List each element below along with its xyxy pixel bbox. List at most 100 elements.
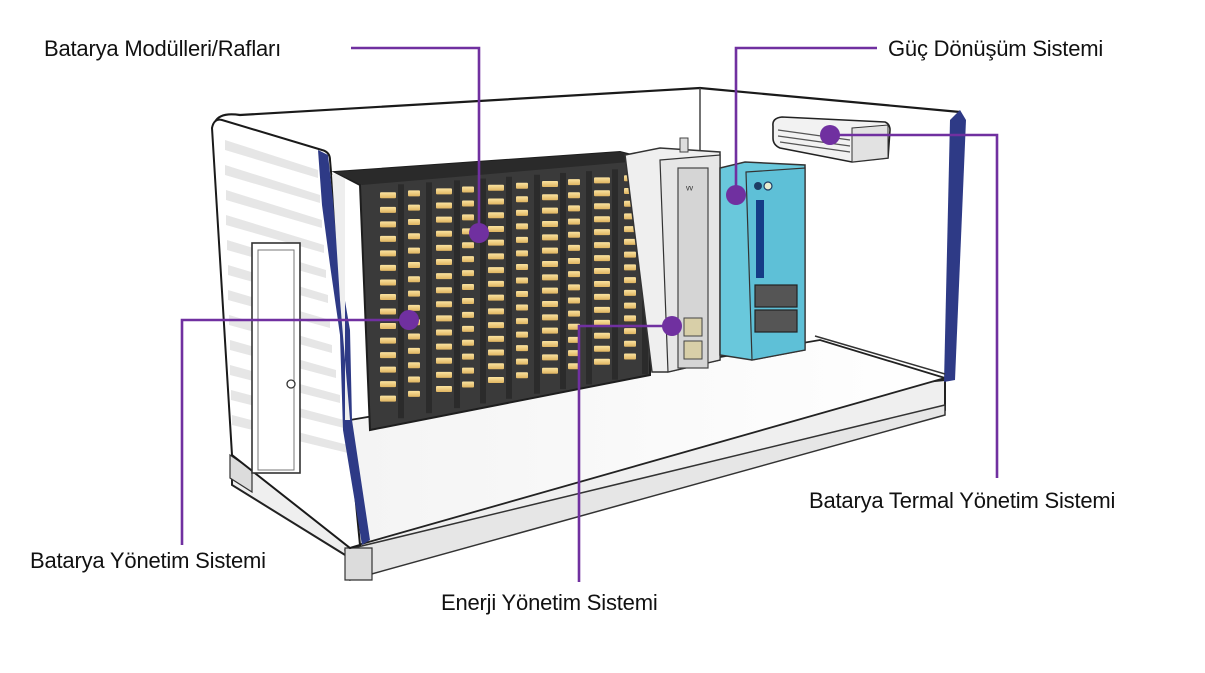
battery-cell xyxy=(488,198,504,205)
battery-cell xyxy=(542,314,558,321)
battery-cell xyxy=(594,306,610,313)
battery-cell xyxy=(594,216,610,223)
callout-line-power-conversion xyxy=(734,46,877,195)
battery-cell xyxy=(380,337,396,344)
rack-post xyxy=(534,174,540,394)
battery-cell xyxy=(488,363,504,370)
battery-cell xyxy=(542,247,558,254)
battery-cell xyxy=(516,304,528,311)
label-battery-management: Batarya Yönetim Sistemi xyxy=(30,548,266,573)
battery-cell xyxy=(488,184,504,191)
battery-cell xyxy=(408,218,420,225)
battery-cell xyxy=(516,291,528,298)
battery-cell xyxy=(380,206,396,213)
battery-cell xyxy=(462,311,474,318)
ems-cabinet-panel-1 xyxy=(683,317,703,337)
container-end-wall xyxy=(210,118,370,550)
battery-cell xyxy=(436,202,452,209)
battery-cell xyxy=(436,216,452,223)
pcs-drawer-1 xyxy=(754,284,798,308)
battery-cell xyxy=(380,293,396,300)
label-battery-modules: Batarya Modülleri/Rafları xyxy=(44,36,282,61)
battery-cell xyxy=(516,345,528,352)
battery-cell xyxy=(624,340,636,347)
battery-cell xyxy=(568,284,580,291)
battery-cell xyxy=(462,297,474,304)
battery-cell xyxy=(568,336,580,343)
battery-cell xyxy=(516,236,528,243)
battery-cell xyxy=(542,180,558,187)
battery-cell xyxy=(542,220,558,227)
ems-cabinet-panel-2 xyxy=(683,340,703,360)
battery-cell xyxy=(380,308,396,315)
battery-cell xyxy=(462,381,474,388)
battery-cell xyxy=(462,214,474,221)
battery-cell xyxy=(516,331,528,338)
battery-cell xyxy=(624,238,636,245)
battery-cell xyxy=(488,322,504,329)
battery-cell xyxy=(380,221,396,228)
battery-cell xyxy=(594,293,610,300)
battery-cell xyxy=(542,194,558,201)
battery-cell xyxy=(624,251,636,258)
battery-cell xyxy=(488,253,504,260)
battery-cell xyxy=(624,289,636,296)
battery-cell xyxy=(462,256,474,263)
battery-cell xyxy=(542,354,558,361)
battery-cell xyxy=(462,325,474,332)
callout-dot-thermal-management xyxy=(820,125,840,145)
label-thermal-management: Batarya Termal Yönetim Sistemi xyxy=(809,488,1116,513)
battery-cell xyxy=(542,341,558,348)
battery-cell xyxy=(436,273,452,280)
battery-cell xyxy=(624,264,636,271)
battery-cell xyxy=(568,192,580,199)
battery-cell xyxy=(568,258,580,265)
battery-cell xyxy=(488,294,504,301)
battery-cell xyxy=(462,353,474,360)
battery-cell xyxy=(488,212,504,219)
battery-cell xyxy=(542,234,558,241)
battery-cell xyxy=(594,242,610,249)
container-door xyxy=(251,242,301,474)
battery-cell xyxy=(436,230,452,237)
battery-cell xyxy=(488,377,504,384)
battery-cell xyxy=(516,182,528,189)
battery-cell xyxy=(436,315,452,322)
battery-cell xyxy=(624,302,636,309)
battery-cell xyxy=(516,372,528,379)
right-wall-edge xyxy=(944,110,966,382)
battery-cell xyxy=(408,304,420,311)
door-handle xyxy=(286,379,296,389)
battery-cell xyxy=(380,323,396,330)
rack-post xyxy=(612,169,618,380)
battery-cell xyxy=(568,363,580,370)
battery-cell xyxy=(462,339,474,346)
battery-cell xyxy=(380,279,396,286)
ems-cabinet: ᵛᵛ xyxy=(624,137,721,373)
battery-cell xyxy=(542,287,558,294)
rack-post xyxy=(426,182,432,414)
battery-cell xyxy=(380,395,396,402)
battery-cell xyxy=(516,223,528,230)
callout-dot-energy-management xyxy=(662,316,682,336)
battery-cell xyxy=(380,381,396,388)
battery-cell xyxy=(516,250,528,257)
rack-post xyxy=(398,184,404,419)
callout-line-battery-management xyxy=(180,318,409,545)
battery-cell xyxy=(594,280,610,287)
battery-cell xyxy=(436,258,452,265)
pcs-drawer-2 xyxy=(754,309,798,333)
battery-cell xyxy=(594,268,610,275)
battery-cell xyxy=(436,287,452,294)
battery-cell xyxy=(516,358,528,365)
battery-cell xyxy=(594,358,610,365)
battery-cell xyxy=(436,357,452,364)
battery-cell xyxy=(408,247,420,254)
battery-cell xyxy=(594,319,610,326)
battery-cell xyxy=(568,310,580,317)
battery-cell xyxy=(488,225,504,232)
battery-cell xyxy=(408,204,420,211)
battery-cell xyxy=(462,186,474,193)
battery-cell xyxy=(542,274,558,281)
